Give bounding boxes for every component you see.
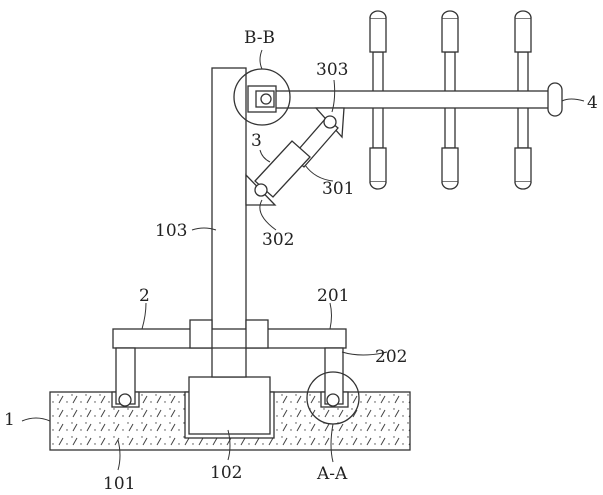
label-103: 103 (155, 223, 187, 240)
label-a-a: A-A (317, 466, 347, 483)
label-102: 102 (210, 465, 242, 482)
label-1: 1 (4, 412, 15, 429)
lower-pivot (255, 184, 267, 196)
crossbar-201 (113, 329, 346, 348)
arm (252, 91, 550, 108)
label-4: 4 (587, 95, 598, 112)
hinge-pin (261, 94, 271, 104)
label-303: 303 (316, 62, 348, 79)
handle-4 (548, 83, 562, 116)
label-2: 2 (139, 288, 150, 305)
left-roller (119, 394, 131, 406)
left-sleeve (190, 320, 212, 348)
right-sleeve (246, 320, 268, 348)
label-3: 3 (251, 133, 262, 150)
right-roller (327, 394, 339, 406)
block-102 (189, 377, 270, 434)
label-201: 201 (317, 288, 349, 305)
label-202: 202 (375, 349, 407, 366)
label-301: 301 (322, 181, 354, 198)
label-302: 302 (262, 232, 294, 249)
upper-pivot (324, 116, 336, 128)
label-101: 101 (103, 476, 135, 493)
label-b-b: B-B (244, 30, 275, 47)
